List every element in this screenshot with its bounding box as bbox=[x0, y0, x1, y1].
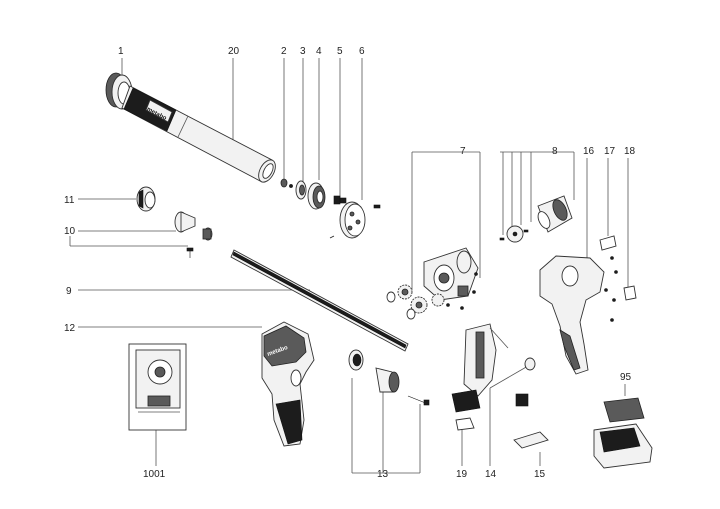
part-20-cartridge-tube: metabo bbox=[121, 85, 276, 183]
part-4-bearing bbox=[307, 182, 326, 210]
callout-1001: 1001 bbox=[143, 469, 166, 480]
part-15-contact-plate bbox=[513, 431, 549, 449]
callout-8: 8 bbox=[552, 146, 558, 157]
callout-12: 12 bbox=[64, 323, 76, 334]
callout-2: 2 bbox=[281, 46, 287, 57]
callout-10: 10 bbox=[64, 226, 76, 237]
callout-6: 6 bbox=[359, 46, 365, 57]
callout-19: 19 bbox=[456, 469, 468, 480]
callout-1: 1 bbox=[118, 46, 124, 57]
callout-20: 20 bbox=[228, 46, 240, 57]
part-8-motor bbox=[499, 195, 573, 243]
part-3-washer bbox=[295, 180, 307, 200]
part-16-housing-half bbox=[539, 255, 618, 375]
part-14-small-part bbox=[515, 357, 536, 407]
part-19-switch-module bbox=[451, 323, 509, 431]
leader-lines bbox=[69, 58, 629, 474]
part-6-piston-disc bbox=[329, 201, 381, 239]
part-7-gearbox bbox=[386, 247, 479, 320]
callout-7: 7 bbox=[460, 146, 466, 157]
callout-17: 17 bbox=[604, 146, 616, 157]
callout-15: 15 bbox=[534, 469, 546, 480]
part-10-adapter bbox=[174, 211, 213, 258]
part-17-label bbox=[599, 235, 617, 251]
callout-14: 14 bbox=[485, 469, 497, 480]
part-13-adapter-group bbox=[348, 349, 430, 406]
part-95-battery-pack bbox=[593, 397, 653, 469]
part-9-rack-rod bbox=[230, 249, 409, 352]
callout-13: 13 bbox=[377, 469, 389, 480]
part-18-label bbox=[623, 285, 637, 301]
callout-3: 3 bbox=[300, 46, 306, 57]
callout-5: 5 bbox=[337, 46, 343, 57]
callout-18: 18 bbox=[624, 146, 636, 157]
part-1001-documentation-sheet bbox=[128, 343, 187, 431]
callout-4: 4 bbox=[316, 46, 322, 57]
callout-16: 16 bbox=[583, 146, 595, 157]
callout-9: 9 bbox=[66, 286, 72, 297]
callout-11: 11 bbox=[64, 195, 75, 206]
part-5-nut bbox=[333, 195, 347, 205]
part-11-ring bbox=[136, 186, 156, 212]
callout-95: 95 bbox=[620, 372, 632, 383]
part-12-tool-housing: metabo bbox=[261, 321, 315, 447]
part-2-screw bbox=[280, 178, 293, 188]
